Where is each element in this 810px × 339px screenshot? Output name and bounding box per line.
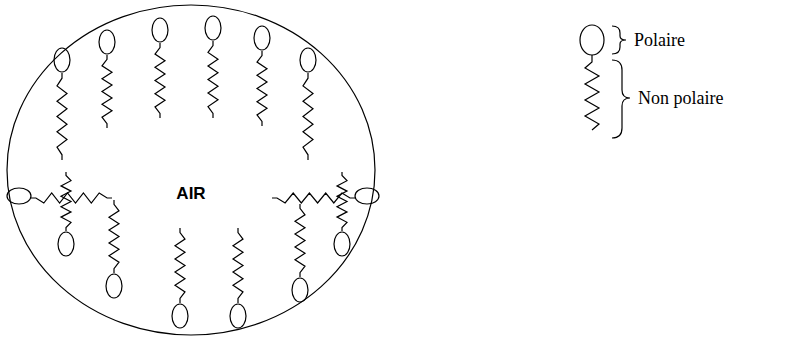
nonpolar-tail: [337, 172, 347, 231]
polar-head: [230, 304, 246, 328]
nonpolar-tail: [102, 55, 112, 128]
polar-head: [99, 30, 115, 54]
nonpolar-tail: [57, 73, 67, 160]
nonpolar-tail: [295, 204, 305, 277]
nonpolar-tail: [272, 193, 355, 203]
brace: [612, 26, 626, 54]
nonpolar-tail: [109, 200, 119, 273]
polar-head: [334, 232, 350, 256]
polar-head: [152, 18, 168, 42]
polar-head: [205, 16, 221, 40]
legend-label: Polaire: [634, 30, 685, 51]
polar-head: [355, 188, 379, 204]
brace: [612, 60, 630, 138]
nonpolar-tail: [208, 41, 218, 118]
legend-label: Non polaire: [638, 88, 723, 109]
polar-head: [300, 48, 316, 72]
nonpolar-tail: [31, 193, 112, 203]
nonpolar-tail: [155, 43, 165, 118]
polar-head-sample: [580, 25, 604, 55]
region-label: AIR: [176, 184, 205, 204]
nonpolar-tail: [233, 228, 243, 303]
polar-head: [172, 304, 188, 328]
bubble-shape: [6, 4, 376, 336]
nonpolar-tail: [257, 51, 267, 126]
polar-head: [254, 26, 270, 50]
nonpolar-tail: [303, 73, 313, 160]
bubble-outline: AIR: [6, 4, 376, 336]
polar-head: [58, 232, 74, 256]
nonpolar-tail: [175, 228, 185, 303]
nonpolar-tail: [61, 172, 71, 231]
polar-head: [106, 274, 122, 298]
nonpolar-tail-sample: [585, 55, 599, 130]
